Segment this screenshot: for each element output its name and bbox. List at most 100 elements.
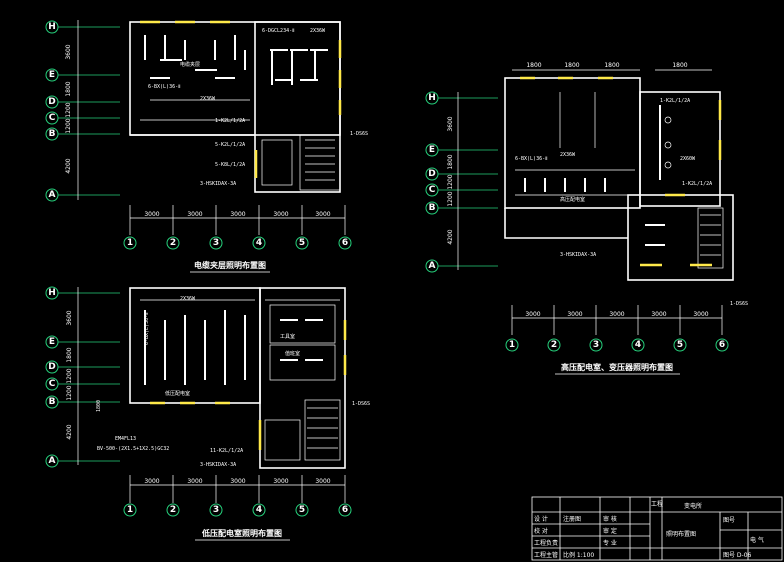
col-label: 1 [509, 340, 515, 350]
plan-labels: 6-BX(L)36-Ⅱ 2X36W 低压配电室 工具室 值班室 EM4FL13 … [96, 296, 370, 468]
label: 6-DGCL234-Ⅱ [262, 28, 295, 34]
label: 2X36W [180, 296, 196, 302]
column-grid: 3000 3000 3000 3000 3000 1 2 3 4 5 6 [123, 475, 352, 517]
row-span: 3600 [66, 310, 73, 325]
row-label: D [428, 169, 435, 179]
tb-col-label: 图号 [723, 517, 735, 524]
row-label: B [429, 203, 436, 213]
label: 2X36W [200, 96, 216, 102]
col-label: 5 [677, 340, 683, 350]
fixtures [140, 299, 323, 385]
tb-cell: 专 业 [603, 539, 617, 547]
row-label: A [49, 456, 56, 466]
label: 低压配电室 [165, 390, 190, 397]
row-label: A [49, 190, 56, 200]
tb-cell: 电 气 [750, 536, 764, 544]
fixtures [515, 105, 672, 246]
col-label: 2 [170, 505, 176, 515]
top-span: 1800 [564, 62, 579, 69]
row-span: 1200 [447, 191, 454, 206]
row-bubbles: H E D C B A [45, 20, 59, 202]
col-label: 6 [342, 238, 348, 248]
label: 3-HSKIDAX-3A [560, 252, 596, 258]
col-label: 1 [127, 238, 133, 248]
col-span: 3000 [273, 478, 288, 485]
label: 高压配电室 [560, 196, 585, 203]
label: 1-K2L/1/2A [682, 181, 712, 187]
label: 5-K2L/1/2A [215, 142, 245, 148]
row-label: E [49, 70, 55, 80]
row-label: B [49, 397, 56, 407]
fixtures [140, 35, 328, 121]
top-span: 1800 [526, 62, 541, 69]
label: 2X60W [680, 156, 696, 162]
row-label: E [429, 145, 435, 155]
row-span: 1800 [447, 154, 454, 169]
row-dimensions: 3600 1800 1200 1200 4200 [66, 310, 73, 439]
col-label: 2 [551, 340, 557, 350]
tb-cell: 审 核 [603, 515, 617, 523]
col-label: 5 [299, 238, 305, 248]
walls [129, 287, 346, 469]
label: 1-DS6S [350, 131, 368, 137]
title-block: 变电所 照明布置图 工程 图号 设 计 注册图 审 核 校 对 审 定 工程负责… [531, 496, 783, 561]
col-span: 3000 [525, 311, 540, 318]
col-label: 3 [213, 505, 219, 515]
tb-cell: 设 计 [534, 515, 548, 523]
row-span: 1200 [66, 368, 73, 383]
tb-cell: 校 对 [534, 527, 548, 535]
col-label: 2 [170, 238, 176, 248]
label: 6-BX(L)36-Ⅱ [148, 84, 181, 90]
row-span: 1800 [65, 81, 72, 96]
tb-cell: 工程负责 [534, 539, 558, 547]
row-span: 1200 [65, 118, 72, 133]
row-span: 4200 [447, 229, 454, 244]
row-label: B [49, 129, 56, 139]
col-span: 3000 [144, 478, 159, 485]
col-label: 6 [719, 340, 725, 350]
walls [504, 77, 734, 281]
plan-title: 高压配电室、变压器照明布置图 [561, 362, 673, 372]
plan-title: 低压配电室照明布置图 [201, 528, 282, 538]
tb-col-label: 工程 [651, 500, 663, 508]
plan-labels: 6-BX(L)36-Ⅱ 电缆夹层 2X36W 6-DGCL234-Ⅱ 2X36W… [148, 28, 368, 187]
row-span: 3600 [65, 44, 72, 59]
col-label: 1 [127, 505, 133, 515]
col-span: 3000 [187, 211, 202, 218]
row-label: C [49, 113, 56, 123]
col-span: 3000 [315, 211, 330, 218]
col-label: 4 [256, 238, 262, 248]
row-span: 4200 [65, 158, 72, 173]
label: 电缆夹层 [180, 61, 200, 68]
col-span: 3000 [315, 478, 330, 485]
col-span: 3000 [567, 311, 582, 318]
row-span: 1200 [447, 174, 454, 189]
row-label: C [429, 185, 436, 195]
column-grid: 3000 3000 3000 3000 3000 1 2 3 4 5 6 [505, 305, 729, 352]
label: 工具室 [280, 333, 295, 340]
label: 3-HSKIDAX-3A [200, 462, 236, 468]
label: 2X36W [310, 28, 326, 34]
column-grid: 3000 3000 3000 3000 3000 1 2 3 4 5 6 [123, 205, 352, 250]
label: 1-K2L/1/2A [215, 118, 245, 124]
tb-cell: 工程主管 [534, 551, 558, 559]
windows [520, 76, 722, 267]
label: 5-K8L/1/2A [215, 162, 245, 168]
label: 2X36W [560, 152, 576, 158]
col-span: 3000 [187, 478, 202, 485]
tb-cell: 比例 1:100 [563, 551, 594, 559]
row-dimensions: 3600 1800 1200 1200 4200 [447, 116, 454, 244]
row-label: D [48, 362, 55, 372]
label: 值班室 [285, 350, 300, 357]
tb-cell: 注册图 [563, 515, 581, 523]
col-label: 4 [256, 505, 262, 515]
row-grid-lines [58, 20, 120, 200]
plan-title: 电缆夹层照明布置图 [194, 260, 266, 270]
label: BV-500-(2X1.5+1X2.5)GC32 [97, 446, 169, 452]
row-span: 1800 [66, 347, 73, 362]
row-label: H [428, 93, 436, 103]
row-label: H [48, 288, 56, 298]
label: 1-K2L/1/2A [660, 98, 690, 104]
col-span: 3000 [273, 211, 288, 218]
